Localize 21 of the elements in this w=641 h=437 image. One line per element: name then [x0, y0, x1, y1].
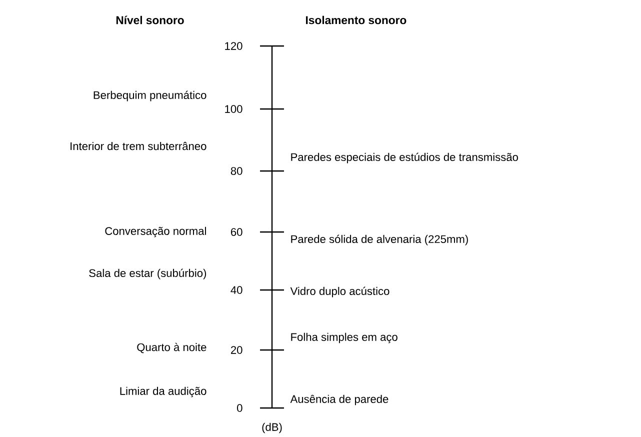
tick-label: 40	[230, 286, 242, 294]
sound-level-label: Sala de estar (subúrbio)	[89, 268, 206, 280]
insulation-label: Ausência de parede	[290, 394, 388, 406]
tick-label: 120	[225, 42, 242, 50]
insulation-label: Folha simples em aço	[291, 332, 398, 344]
insulation-label: Parede sólida de alvenaria (225mm)	[291, 234, 468, 246]
tick-label: 20	[231, 346, 242, 354]
sound-level-label: Limiar da audição	[120, 386, 206, 398]
sound-level-label: Conversação normal	[105, 226, 206, 238]
tick-label: 80	[230, 167, 242, 175]
unit-label: (dB)	[262, 422, 282, 434]
sound-level-label: Berbequim pneumático	[94, 90, 206, 102]
tick-label: 0	[237, 404, 242, 412]
tick-label: 100	[225, 105, 242, 113]
column-heading: Nível sonoro	[116, 16, 184, 24]
insulation-label: Paredes especiais de estúdios de transmissão	[291, 152, 518, 164]
column-heading: Isolamento sonoro	[306, 16, 406, 24]
sound-level-label: Quarto à noite	[137, 342, 206, 354]
sound-level-label: Interior de trem subterrâneo	[70, 142, 206, 150]
tick-label: 60	[231, 228, 242, 236]
insulation-label: Vidro duplo acústico	[290, 286, 390, 298]
